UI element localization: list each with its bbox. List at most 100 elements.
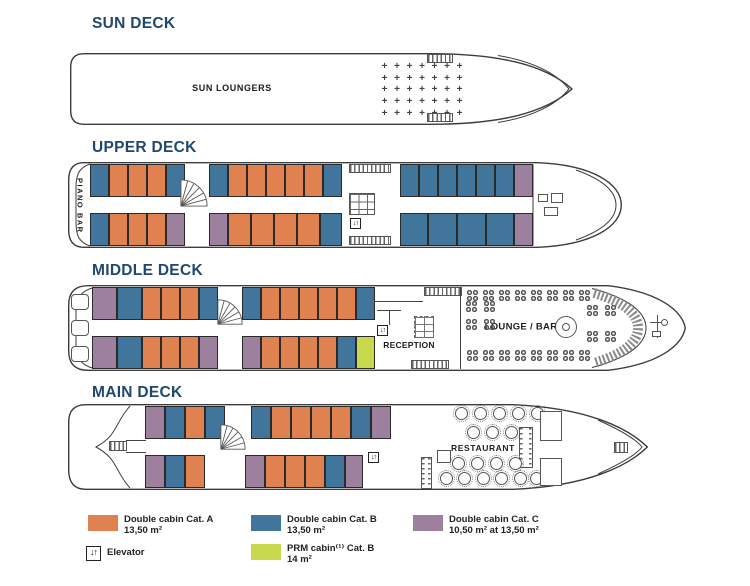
sun-lounger-mark: +: [394, 72, 400, 84]
dining-table-icon: [491, 405, 508, 422]
legend-item-cat-a: Double cabin Cat. A 13,50 m²: [88, 514, 213, 536]
cat-b-swatch: [251, 515, 281, 531]
cabin-cat-a: [185, 455, 205, 488]
cat-c-swatch: [413, 515, 443, 531]
lounge-table-icon: [482, 349, 495, 362]
cabin-cat-b: [495, 164, 514, 197]
cabin-cat-a: [291, 406, 311, 439]
sun-lounger-mark: +: [431, 84, 438, 96]
spiral-staircase-icon: [220, 424, 246, 450]
cabin-cat-a: [142, 287, 161, 320]
sun-lounger-mark: +: [456, 84, 463, 96]
bar-counter-icon: [562, 323, 570, 331]
cabin-cat-a: [265, 455, 285, 488]
buffet-table-icon: [519, 427, 533, 468]
lounge-table-icon: [498, 349, 511, 362]
sun-lounger-mark: +: [444, 72, 450, 84]
legend-item-cat-b: Double cabin Cat. B 13,50 m²: [251, 514, 377, 536]
stairs-icon: [411, 360, 449, 369]
legend-cat-a-title: Double cabin Cat. A: [124, 514, 214, 525]
elevator-icon: ↓↑: [368, 452, 379, 463]
dining-table-icon: [507, 455, 524, 472]
lounge-table-icon: [546, 289, 559, 302]
cabin-cat-c: [145, 455, 165, 488]
sun-lounger-mark: +: [381, 84, 388, 96]
structure-rect: [538, 194, 548, 202]
cabin-cat-b: [323, 164, 342, 197]
sun-lounger-mark: +: [419, 96, 425, 108]
wall-line: [375, 301, 423, 303]
lounge-table-icon: [483, 300, 496, 313]
lounge-table-icon: [498, 289, 511, 302]
sun-lounger-mark: +: [394, 107, 400, 119]
cabin-cat-c: [145, 406, 165, 439]
cabin-cat-b: [165, 406, 185, 439]
stairs-icon: [349, 236, 391, 245]
dining-table-icon: [475, 470, 492, 487]
lounge-table-icon: [586, 330, 599, 343]
cabin-cat-a: [271, 406, 291, 439]
cabin-cat-a: [128, 164, 147, 197]
lounge-table-icon: [578, 349, 591, 362]
sun-lounger-mark: +: [419, 61, 425, 72]
deck-gap: [205, 455, 245, 488]
cabin-cat-b: [337, 336, 356, 369]
cabin-cat-b: [117, 336, 142, 369]
prm-swatch: [251, 544, 281, 560]
cabin-cat-a: [247, 164, 266, 197]
stairs-icon: [349, 164, 391, 173]
lounge-table-icon: [578, 289, 591, 302]
main-deck-cabin-row-top: [145, 406, 391, 439]
dining-table-icon: [453, 405, 470, 422]
legend-prm-title: PRM cabin⁽¹⁾ Cat. B: [287, 543, 375, 554]
cabin-cat-a: [180, 287, 199, 320]
sun-lounger-mark: +: [381, 72, 388, 84]
cabin-cat-b: [457, 164, 476, 197]
cabin-cat-c: [245, 455, 265, 488]
legend-cat-b-title: Double cabin Cat. B: [287, 514, 377, 525]
stairs-icon: [424, 287, 462, 296]
piano-bar-label: PIANO BAR: [75, 178, 85, 234]
middle-deck-cabin-row-bottom: [92, 336, 375, 369]
stairs-icon: [614, 442, 628, 453]
cabin-cat-c: [371, 406, 391, 439]
wall-line: [389, 310, 391, 325]
main-deck-cabin-row-bottom: [145, 455, 363, 488]
sun-lounger-mark: +: [431, 96, 438, 108]
stairs-icon: [427, 54, 453, 63]
main-deck-title: MAIN DECK: [92, 384, 183, 401]
sun-lounger-mark: +: [406, 84, 413, 96]
cabin-cat-a: [318, 336, 337, 369]
legend-item-elevator: ↓↑ Elevator: [86, 546, 145, 561]
wall-line: [126, 452, 146, 454]
cabin-cat-b: [199, 287, 218, 320]
dining-table-icon: [493, 470, 510, 487]
cabin-cat-b: [117, 287, 142, 320]
cabin-cat-c: [166, 213, 185, 246]
lounge-table-icon: [562, 289, 575, 302]
cabin-cat-a: [274, 213, 297, 246]
spiral-staircase-icon: [217, 299, 243, 325]
sun-lounger-mark: +: [456, 96, 463, 108]
lounge-table-icon: [530, 349, 543, 362]
deck-gap: [185, 213, 209, 246]
legend-elevator-title: Elevator: [107, 547, 145, 558]
lounge-table-icon: [465, 318, 478, 331]
cabin-cat-a: [109, 213, 128, 246]
cabin-cat-a: [128, 213, 147, 246]
reception-desk-icon: [414, 316, 434, 338]
cabin-cat-b: [205, 406, 225, 439]
sun-lounger-mark: +: [444, 96, 450, 108]
lounge-bar-label: LOUNGE / BAR: [484, 321, 558, 333]
lounge-table-icon: [604, 330, 617, 343]
upper-deck-cabin-row-top: [90, 164, 533, 197]
legend-prm-size: 14 m²: [287, 554, 312, 565]
lounge-table-icon: [465, 300, 478, 313]
elevator-icon: ↓↑: [350, 218, 361, 229]
legend-cat-c-title: Double cabin Cat. C: [449, 514, 539, 525]
cabin-cat-a: [161, 336, 180, 369]
cabin-cat-a: [266, 164, 285, 197]
wall-line: [460, 287, 462, 369]
sun-lounger-mark: +: [431, 72, 438, 84]
